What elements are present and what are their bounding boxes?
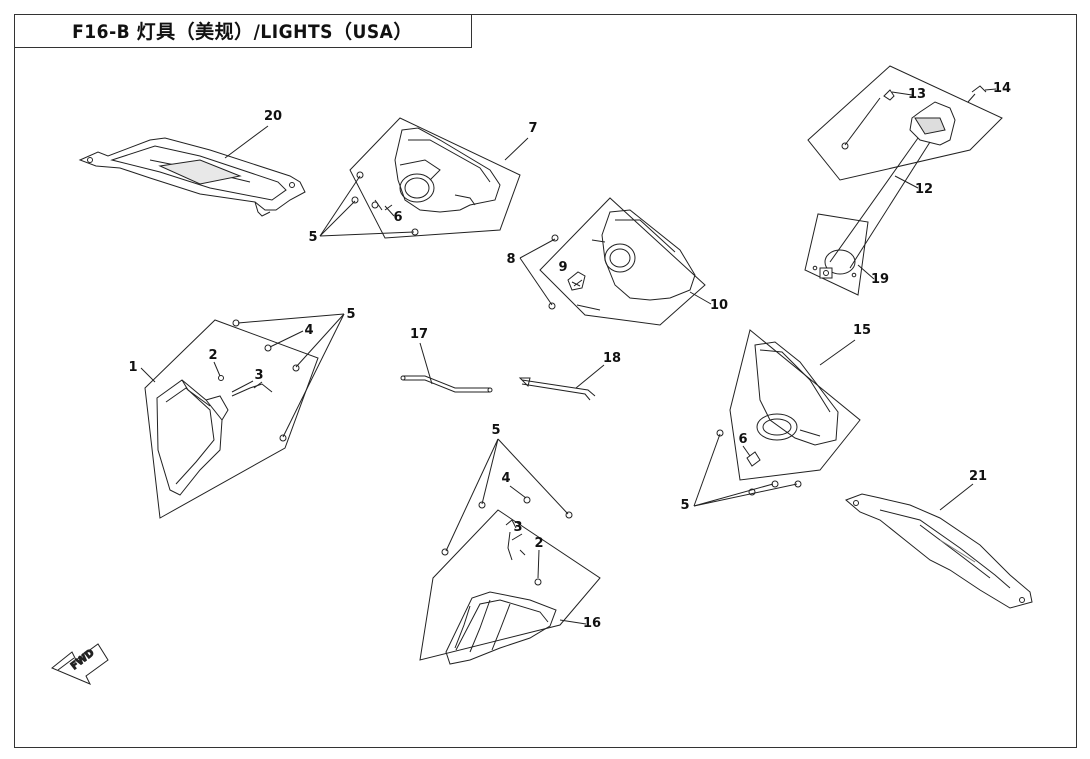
callout-c4a: 4 <box>304 323 313 338</box>
callout-c6a: 6 <box>393 210 402 225</box>
callout-c6b: 6 <box>738 432 747 447</box>
diagram-frame <box>14 14 1077 748</box>
part-17-harness <box>400 375 493 393</box>
callout-c19: 19 <box>871 272 889 287</box>
callout-c14: 14 <box>993 81 1011 96</box>
callout-c7: 7 <box>528 121 537 136</box>
title-box: F16-B 灯具（美规）/LIGHTS（USA） <box>14 14 472 48</box>
callout-c5b: 5 <box>346 307 355 322</box>
callout-c17: 17 <box>410 327 428 342</box>
part-16-turn-signal <box>419 496 601 665</box>
fwd-label: FWD <box>69 648 96 673</box>
part-18-harness <box>518 377 596 401</box>
callout-c1: 1 <box>128 360 137 375</box>
callout-c5c: 5 <box>680 498 689 513</box>
diagram-title: F16-B 灯具（美规）/LIGHTS（USA） <box>72 21 413 43</box>
callout-c4b: 4 <box>501 471 510 486</box>
part-12-license-light <box>807 65 1003 275</box>
callout-c5d: 5 <box>491 423 500 438</box>
callout-c2b: 2 <box>534 536 543 551</box>
callout-c8: 8 <box>506 252 515 267</box>
callout-c5a: 5 <box>308 230 317 245</box>
part-7-headlight <box>349 117 521 239</box>
callout-c20: 20 <box>264 109 282 124</box>
part-1-turn-signal <box>144 319 319 519</box>
callout-c16: 16 <box>583 616 601 631</box>
part-19-plate-bracket <box>804 213 869 296</box>
callout-c21: 21 <box>969 469 987 484</box>
part-10-headlight <box>539 197 706 326</box>
leader-lines <box>140 88 997 625</box>
callout-c18: 18 <box>603 351 621 366</box>
part-21-bracket <box>845 493 1033 609</box>
callout-c9: 9 <box>558 260 567 275</box>
callout-c13: 13 <box>908 87 926 102</box>
callout-c15: 15 <box>853 323 871 338</box>
callout-c2a: 2 <box>208 348 217 363</box>
callout-c3a: 3 <box>254 368 263 383</box>
part-15-headlight <box>716 329 861 496</box>
callout-c10: 10 <box>710 298 728 313</box>
callout-c3b: 3 <box>513 520 522 535</box>
callout-c12: 12 <box>915 182 933 197</box>
part-20-bracket <box>78 137 306 217</box>
fwd-arrow <box>51 643 109 685</box>
